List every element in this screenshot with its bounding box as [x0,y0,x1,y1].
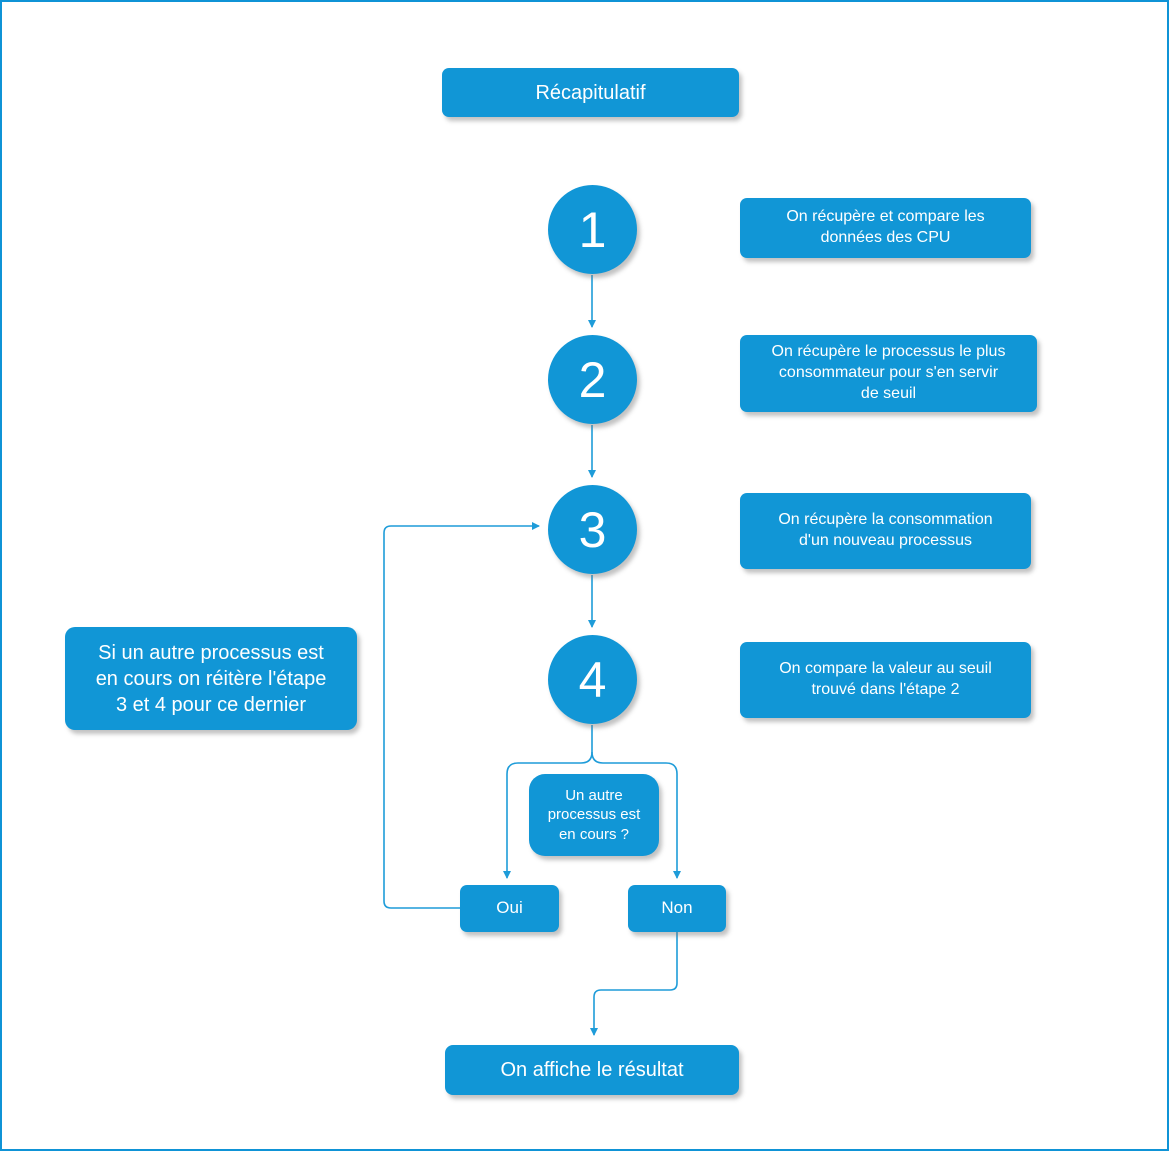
step-4-description: On compare la valeur au seuil trouvé dan… [779,660,992,698]
step-4-circle: 4 [548,635,637,724]
step-4-number: 4 [578,651,607,708]
decision-no-label: Non [661,898,693,918]
step-1-circle: 1 [548,185,637,274]
result-box: On affiche le résultat [445,1045,739,1095]
decision-box: Un autre processus est en cours ? [529,774,659,856]
title-box: Récapitulatif [442,68,739,117]
decision-question: Un autre processus est en cours ? [547,786,641,843]
step-3-description: On récupère la consommation d'un nouveau… [778,511,993,549]
step-3-description-box: On récupère la consommation d'un nouveau… [740,493,1031,569]
step-2-description-box: On récupère le processus le plus consomm… [740,335,1037,412]
decision-yes-label: Oui [496,898,523,918]
step-1-description-box: On récupère et compare les données des C… [740,198,1031,258]
connector-oui-loop-step3 [383,522,540,909]
step-2-circle: 2 [548,335,637,424]
step-2-description: On récupère le processus le plus consomm… [771,343,1006,402]
title-label: Récapitulatif [535,81,646,104]
result-label: On affiche le résultat [500,1059,684,1081]
step-4-description-box: On compare la valeur au seuil trouvé dan… [740,642,1031,718]
step-3-number: 3 [578,501,607,558]
connector-non-result [590,932,678,1036]
loop-note-box: Si un autre processus est en cours on ré… [65,627,357,730]
step-3-circle: 3 [548,485,637,574]
step-1-description: On récupère et compare les données des C… [786,208,985,246]
step-1-number: 1 [578,201,607,258]
step-2-number: 2 [578,351,607,408]
decision-no-box: Non [628,885,726,932]
loop-note-text: Si un autre processus est en cours on ré… [95,641,327,716]
decision-yes-box: Oui [460,885,559,932]
